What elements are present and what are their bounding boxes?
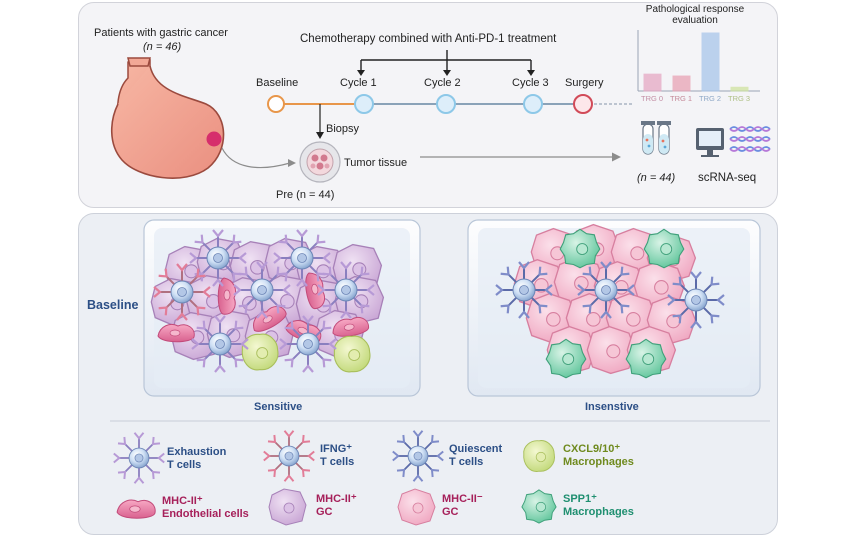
legend-label-spp1-macrophages: SPP1⁺ Macrophages [563,493,634,518]
timeline-node-cycle3 [523,94,543,114]
legend-label-quiescent-tcells: Quiescent T cells [449,443,503,468]
sequencing-waves-icon [729,126,771,152]
quiescent-tcell-icon [393,431,443,481]
bar-trg-0 [643,73,662,92]
biopsy-label: Biopsy [326,123,360,135]
tick-label-trg-1: TRG 1 [670,94,693,103]
ifng-tcell-icon [264,431,314,481]
sequencing-count: (n = 44) [637,172,676,184]
timeline-label-cycle1: Cycle 1 [340,77,377,89]
response-title-line1: Pathological response [645,4,745,15]
computer-icon [696,128,724,157]
timeline-label-surgery: Surgery [565,77,604,89]
tick-label-trg-0: TRG 0 [641,94,664,103]
timeline-node-cycle1 [354,94,374,114]
tumor-tissue-icon [299,141,341,183]
mhc-ii-neg-gc-icon [397,488,436,526]
pre-count-label: Pre (n = 44) [276,189,335,201]
tick-label-trg-3: TRG 3 [728,94,751,103]
tick-label-trg-2: TRG 2 [699,94,722,103]
legend-label-ifng-tcells: IFNG⁺ T cells [320,443,355,468]
tumor-dot-icon [206,131,222,147]
timeline-label-cycle2: Cycle 2 [424,77,461,89]
timeline-label-cycle3: Cycle 3 [512,77,549,89]
exhaustion-tcell-icon [114,433,164,483]
sensitive-tme-illustration [143,219,421,397]
bar-trg-2 [701,32,720,92]
insensitive-tme-illustration [467,219,761,397]
insensitive-label: Insenstive [585,401,639,413]
timeline-node-baseline [267,95,285,113]
baseline-section-label: Baseline [87,298,139,312]
treatment-title: Chemotherapy combined with Anti-PD-1 tre… [300,33,557,45]
timeline [267,94,632,114]
mhc-ii-pos-gc-icon [268,488,307,526]
timeline-node-surgery [573,94,593,114]
patients-count: (n = 46) [143,41,182,53]
cxcl-macrophage-icon [523,440,555,472]
test-tubes-icon [641,121,671,155]
bar-trg-1 [672,75,691,92]
treatment-bracket [360,50,532,72]
stomach-illustration [110,57,225,179]
patients-title: Patients with gastric cancer [94,27,228,39]
curved-arrow [221,147,291,169]
legend-label-mhc-pos-gc: MHC-II⁺ GC [316,493,357,518]
response-bar-chart [637,30,760,92]
timeline-label-baseline: Baseline [256,77,299,89]
legend-label-mhc-neg-gc: MHC-II⁻ GC [442,493,483,518]
tumor-tissue-label: Tumor tissue [344,157,408,169]
legend-label-cxcl-macrophages: CXCL9/10⁺ Macrophages [563,443,634,468]
spp1-macrophage-icon [521,489,557,524]
endothelial-cell-icon [116,499,156,519]
legend-label-exhaustion-tcells: Exhaustion T cells [167,446,227,471]
sensitive-label: Sensitive [254,401,303,413]
timeline-node-cycle2 [436,94,456,114]
sequencing-method: scRNA-seq [698,172,757,184]
response-title-line2: evaluation [672,15,718,26]
legend-label-endothelial: MHC-II⁺ Endothelial cells [162,495,249,520]
bar-trg-3 [730,86,749,92]
